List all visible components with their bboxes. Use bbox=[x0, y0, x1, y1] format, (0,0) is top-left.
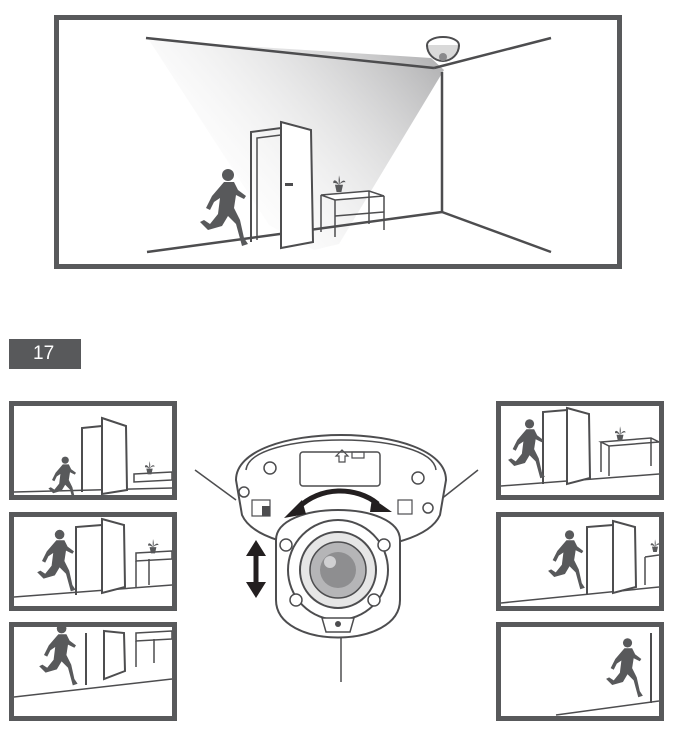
dome-camera-icon bbox=[426, 36, 460, 62]
thumbnail-right-3 bbox=[496, 622, 664, 721]
leader-line-right bbox=[439, 469, 479, 501]
thumbnail-right-2 bbox=[496, 512, 664, 611]
main-scene bbox=[145, 36, 552, 254]
thumbnail-left-2 bbox=[9, 512, 177, 611]
main-scene-frame bbox=[54, 15, 622, 269]
leader-line-left bbox=[194, 469, 237, 501]
door bbox=[250, 120, 315, 250]
step-number-badge: 17 bbox=[9, 339, 81, 369]
thumbnail-left-1 bbox=[9, 401, 177, 500]
ceiling-line-right bbox=[433, 36, 552, 70]
tilt-vertical-arrow bbox=[246, 540, 266, 598]
camera-lens-gimbal bbox=[275, 509, 401, 639]
side-table bbox=[320, 175, 385, 237]
thumbnail-left-3 bbox=[9, 622, 177, 721]
floor-line-right bbox=[441, 210, 552, 254]
ceiling-line-left bbox=[145, 36, 435, 70]
pan-rotation-arrow bbox=[284, 488, 392, 518]
thumbnail-right-1 bbox=[496, 401, 664, 500]
